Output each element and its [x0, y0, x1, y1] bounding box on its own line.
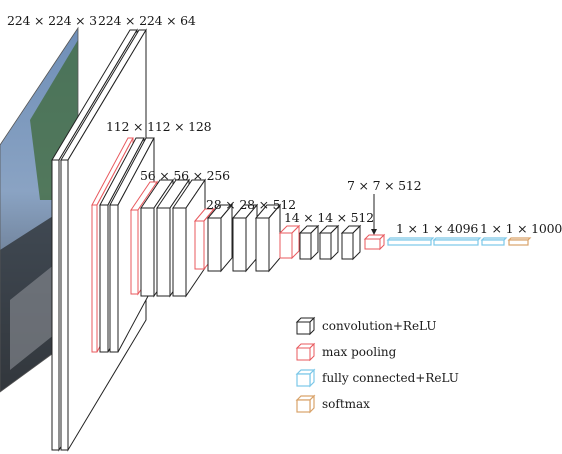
- conv5-block: [278, 224, 362, 261]
- legend-label-softmax: softmax: [322, 397, 370, 411]
- softmax-size-label: 1 × 1 × 1000: [480, 221, 562, 236]
- conv2-block: [91, 137, 155, 353]
- conv-cube-icon: [295, 316, 316, 336]
- pool5-block: [363, 233, 386, 251]
- pool5-pointer-arrowhead: [371, 229, 377, 235]
- conv4-block: [193, 203, 282, 273]
- conv3-size-label: 56 × 56 × 256: [140, 168, 230, 183]
- conv5-size-label: 14 × 14 × 512: [284, 210, 374, 225]
- input-size-label: 224 × 224 × 3: [7, 13, 97, 28]
- conv1-size-label: 224 × 224 × 64: [98, 13, 196, 28]
- legend-label-conv: convolution+ReLU: [322, 319, 437, 333]
- fc-cube-icon: [295, 368, 316, 388]
- softmax-cube-icon: [295, 394, 316, 414]
- pool5-size-label: 7 × 7 × 512: [347, 178, 422, 193]
- legend-label-fc: fully connected+ReLU: [322, 371, 459, 385]
- diagram-canvas: [0, 26, 532, 452]
- conv4-size-label: 28 × 28 × 512: [206, 197, 296, 212]
- legend-label-pool: max pooling: [322, 345, 397, 359]
- conv3-block: [130, 178, 206, 298]
- pool-cube-icon: [295, 342, 316, 362]
- conv2-size-label: 112 × 112 × 128: [106, 119, 212, 134]
- softmax-block: [507, 237, 532, 246]
- vgg16-architecture-diagram: 224 × 224 × 3 224 × 224 × 64 112 × 112 ×…: [0, 13, 562, 452]
- fc-block: [386, 237, 508, 246]
- fc-size-label: 1 × 1 × 4096: [396, 221, 479, 236]
